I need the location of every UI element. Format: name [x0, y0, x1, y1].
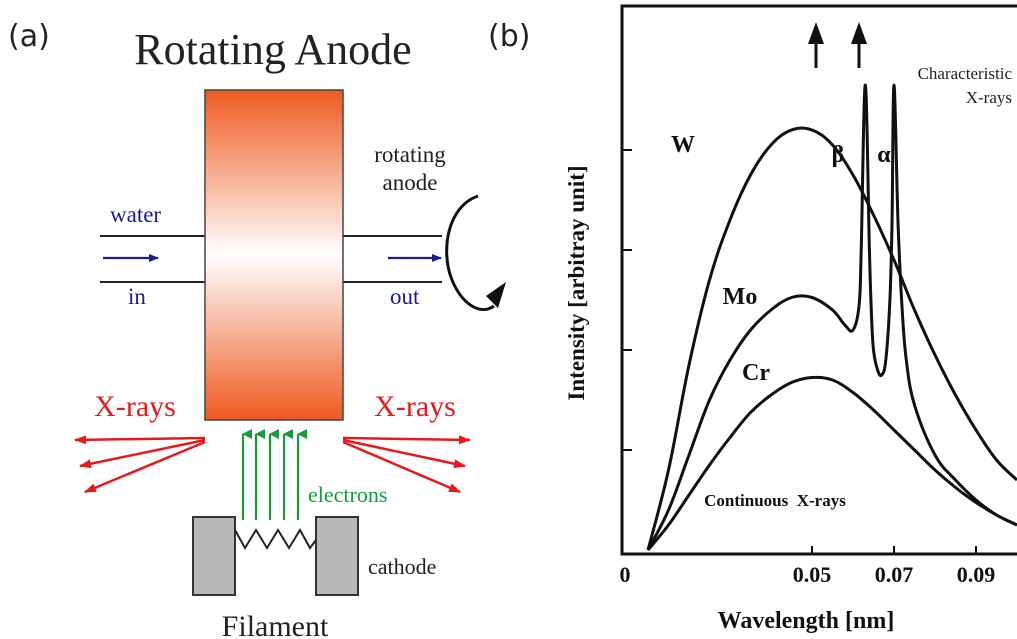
anode-block	[204, 89, 344, 421]
alpha-arrow-head-icon	[851, 22, 867, 44]
series-label-mo: Mo	[723, 284, 758, 310]
beta-label: β	[832, 142, 845, 168]
electrons-label: electrons	[308, 482, 387, 507]
alpha-label: α	[877, 142, 891, 168]
x-tick-label: 0	[620, 562, 631, 587]
xrays-left-label: X-rays	[94, 390, 176, 423]
beta-arrow-head-icon	[808, 22, 824, 44]
characteristic-arrows	[808, 22, 867, 68]
panel-a-label: (a)	[8, 19, 50, 54]
curve-mo	[646, 83, 1017, 551]
panel-b-label: (b)	[488, 19, 530, 54]
xrays-right-label: X-rays	[374, 390, 456, 423]
y-axis-label: Intensity [arbitray unit]	[564, 165, 589, 400]
spectrum-curves	[646, 83, 1017, 551]
xray-right-arrow	[342, 435, 471, 445]
xray-right-arrow	[342, 440, 461, 494]
xray-left-arrow	[74, 435, 206, 445]
out-label: out	[390, 284, 420, 309]
series-label-w: W	[671, 132, 695, 158]
xray-left-arrow	[84, 440, 206, 494]
x-ticks: 0 0.05 0.07 0.09	[620, 546, 996, 587]
cathode-block-left	[192, 516, 236, 596]
rotating-label: rotating	[374, 142, 446, 167]
curve-w	[646, 126, 1017, 551]
y-ticks	[622, 149, 632, 451]
rotation-arrow-icon	[445, 194, 506, 312]
in-label: in	[128, 284, 146, 309]
panel-a: (a) Rotating Anode water in out rotating…	[8, 19, 506, 639]
x-tick-label: 0.07	[875, 562, 914, 587]
x-axis-label: Wavelength [nm]	[718, 608, 895, 634]
water-label: water	[110, 202, 161, 227]
water-pipe	[100, 235, 442, 283]
xray-arrows	[74, 435, 471, 494]
filament-coil	[234, 528, 317, 550]
xray-left-arrow	[79, 438, 206, 469]
continuous-label: Continuous X-rays	[704, 491, 846, 510]
anode-label: anode	[383, 170, 438, 195]
filament-label: Filament	[222, 610, 329, 639]
characteristic-label-line2: X-rays	[966, 88, 1012, 107]
panel-a-title: Rotating Anode	[134, 25, 411, 74]
curve-cr	[646, 375, 1017, 551]
x-tick-label: 0.05	[793, 562, 832, 587]
xray-right-arrow	[342, 438, 466, 469]
cathode-label: cathode	[368, 554, 436, 579]
plot-frame	[620, 4, 1017, 556]
characteristic-label-line1: Characteristic	[918, 64, 1013, 83]
electron-arrows	[241, 429, 307, 520]
x-tick-label: 0.09	[957, 562, 996, 587]
cathode-block-right	[315, 516, 359, 596]
series-label-cr: Cr	[742, 360, 770, 386]
